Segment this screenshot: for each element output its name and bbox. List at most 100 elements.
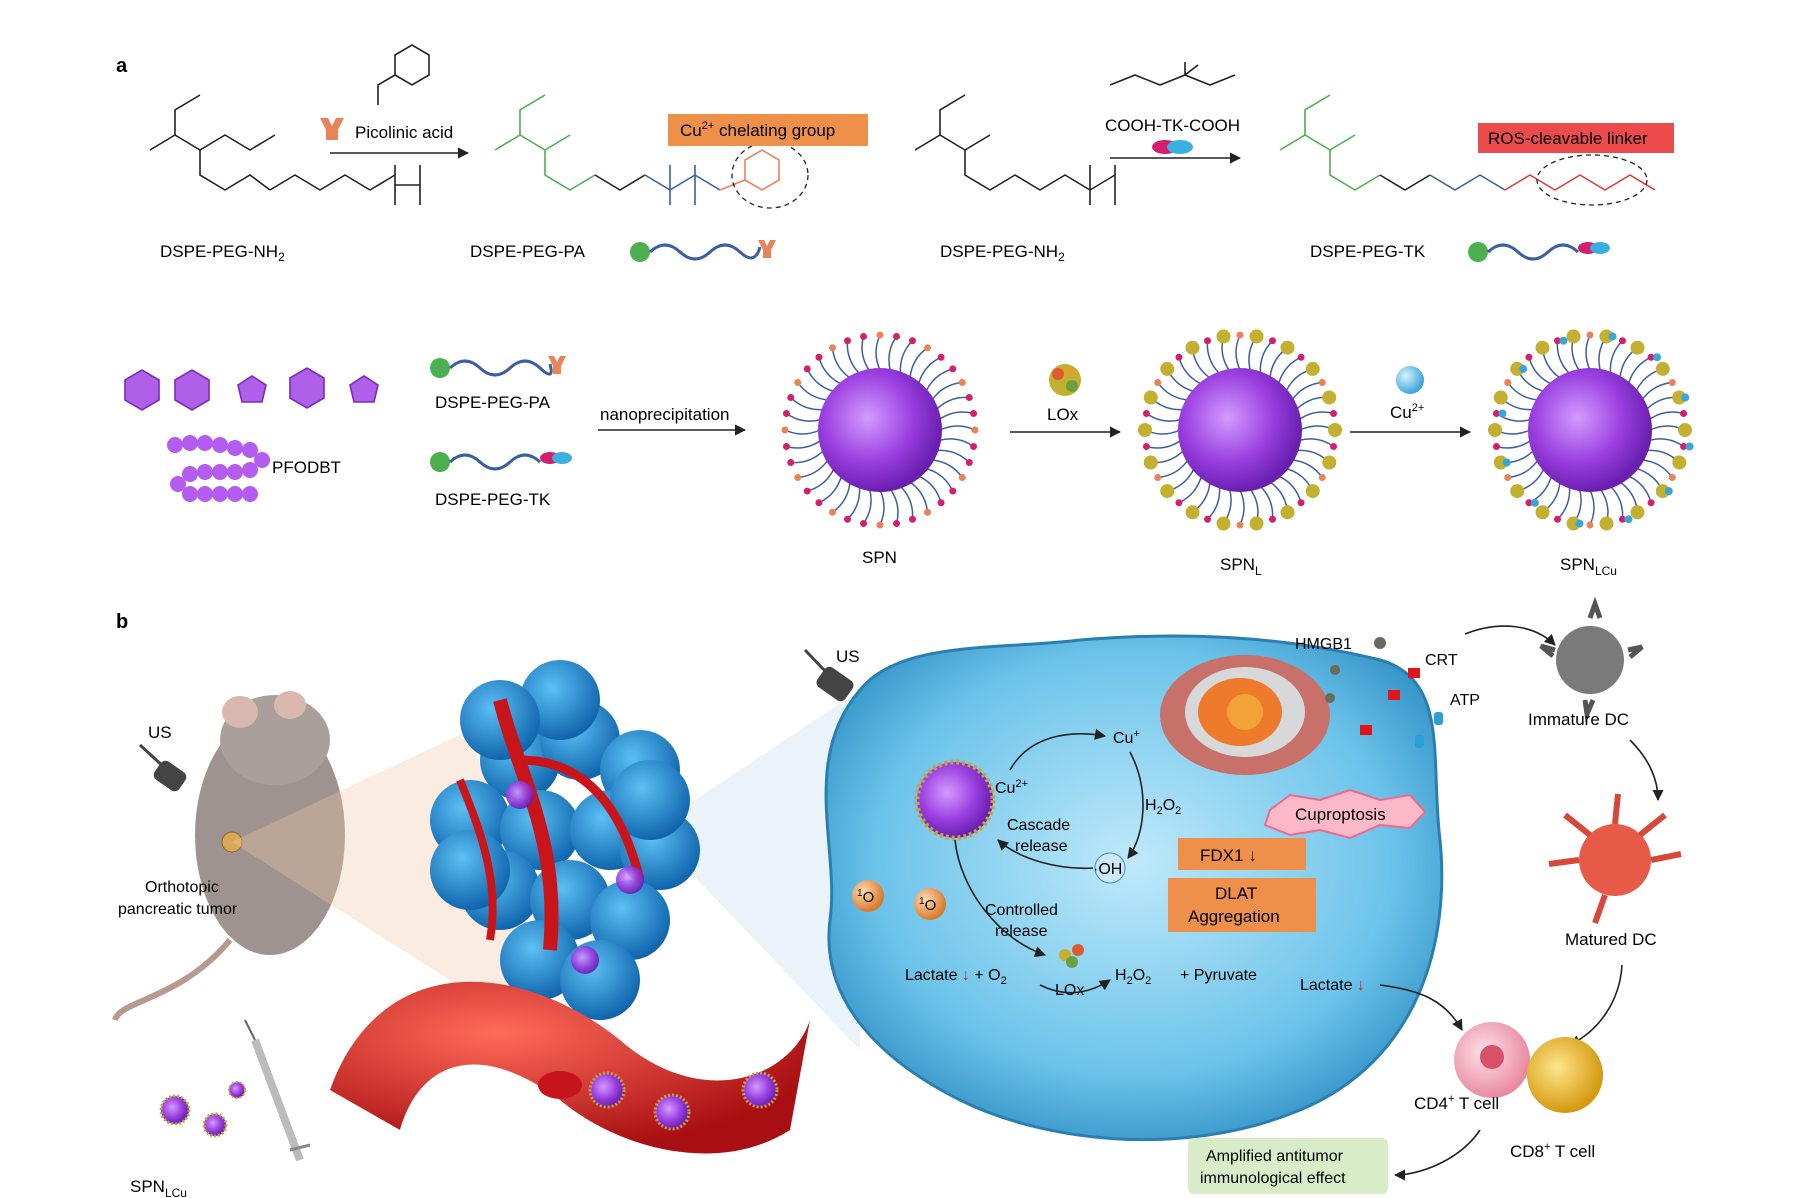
strand-end-icon <box>1297 499 1305 507</box>
lox-on-surface-icon <box>1535 505 1550 520</box>
lox-cell-label: LOx <box>1055 982 1084 999</box>
oh-label: ·OH <box>1093 861 1122 878</box>
peg-strand <box>790 396 824 411</box>
strand-end-icon <box>781 426 789 434</box>
hydroxyl-radical-icon <box>1094 852 1126 884</box>
strand-end-icon <box>1504 379 1512 386</box>
strand-end-icon <box>1492 410 1500 418</box>
strand-end-icon <box>1318 474 1326 481</box>
peg-strand <box>1277 356 1302 385</box>
strand-end-icon <box>1668 379 1676 386</box>
arrow-cu2-to-cu1 <box>1009 728 1107 771</box>
dspe-peg-pa-icon <box>630 240 776 262</box>
cu-ion-icon <box>1502 458 1511 467</box>
lox-on-surface-icon <box>1160 484 1175 499</box>
dspe-peg-tk-icon <box>1468 242 1610 262</box>
amplified-effect-line1: Amplified antitumor <box>1206 1148 1344 1165</box>
cooh-tk-cooh-label: COOH-TK-COOH <box>1105 116 1240 135</box>
matured-dc-icon <box>1548 793 1682 925</box>
strand-end-icon <box>965 394 973 402</box>
strand-end-icon <box>924 344 931 352</box>
peg-strand <box>861 336 871 372</box>
peg-strand <box>1146 412 1182 422</box>
strand-end-icon <box>860 332 868 340</box>
dlat-label-line2: Aggregation <box>1188 907 1280 926</box>
strand-end-icon <box>1554 515 1562 523</box>
cu-ion-icon <box>1685 442 1694 451</box>
tumor-label-line1: Orthotopic <box>145 879 219 896</box>
strand-end-icon <box>1330 410 1338 418</box>
strand-end-icon <box>937 499 945 507</box>
peg-strand <box>832 481 851 513</box>
peg-strand <box>1178 357 1202 385</box>
strand-end-icon <box>1330 442 1338 450</box>
peg-strand <box>1627 356 1652 385</box>
lox-on-surface-icon <box>1216 329 1231 344</box>
fdx1-box <box>1178 838 1306 870</box>
spn-lcu-in-cell <box>914 759 996 841</box>
cu-ion-icon <box>1575 519 1584 528</box>
peg-strand <box>1259 340 1274 374</box>
lox-on-surface-icon <box>1280 340 1295 355</box>
peg-strand <box>1609 340 1624 374</box>
chelating-group-highlight <box>731 141 809 209</box>
lox-on-surface-icon <box>1328 423 1342 437</box>
peg-strand <box>1589 489 1595 526</box>
peg-strand <box>889 488 899 524</box>
cu2-cell-label: Cu2+ <box>995 778 1028 797</box>
pyruvate-label: + Pyruvate <box>1180 967 1257 984</box>
tk-linker-icon <box>1152 140 1193 154</box>
immature-dc-icon <box>1539 596 1644 724</box>
arrow-lactate-to-cd4 <box>1379 984 1463 1031</box>
singlet-oxygen-label-1: 1O <box>857 888 874 906</box>
strand-end-icon <box>1668 474 1676 481</box>
pfodbt-label: PFODBT <box>272 458 341 477</box>
peg-strand <box>1528 357 1552 385</box>
hmgb1-icon-3 <box>1325 693 1335 703</box>
picolinic-acid-label: Picolinic acid <box>355 123 453 142</box>
lox-on-surface-icon <box>1488 423 1502 437</box>
lox-on-surface-icon <box>1322 455 1337 470</box>
strand-end-icon <box>949 365 957 373</box>
lox-enzyme-icon <box>1049 364 1081 396</box>
lactate-equation-label: Lactate ↓ + O2 <box>905 967 1007 987</box>
strand-end-icon <box>908 337 916 345</box>
arrow-damps-to-dc <box>1464 625 1556 646</box>
strand-end-icon <box>970 410 978 418</box>
strand-end-icon <box>1236 521 1244 529</box>
strand-end-icon <box>1554 337 1562 345</box>
peg-strand <box>1206 486 1221 520</box>
peg-strand <box>807 468 835 492</box>
strand-end-icon <box>971 426 979 434</box>
atp-label: ATP <box>1450 692 1480 709</box>
crt-icon-2 <box>1388 690 1400 700</box>
strand-end-icon <box>844 337 852 345</box>
lox-on-surface-icon <box>1599 329 1614 344</box>
h2o2-cell-label: H2O2 <box>1145 797 1181 817</box>
zoom-beam-tumor <box>650 690 860 1050</box>
lactate-out-label: Lactate ↓ <box>1300 977 1365 994</box>
peg-strand <box>786 412 822 422</box>
dspe-peg-tk-structure <box>1279 94 1656 191</box>
peg-strand <box>1528 475 1553 504</box>
lox-cell-icon <box>1059 944 1084 968</box>
cascade-label-line1: Cascade <box>1007 817 1070 834</box>
tumor-label-line2: pancreatic tumor <box>118 901 238 918</box>
spn-nanoparticle <box>781 331 979 529</box>
cu2-ion-icon <box>1396 366 1424 394</box>
lox-on-surface-icon <box>1672 390 1687 405</box>
lox-on-surface-icon <box>1672 455 1687 470</box>
crt-label: CRT <box>1425 652 1458 669</box>
strand-end-icon <box>1618 337 1626 345</box>
tumor-lobe <box>560 940 640 1020</box>
lox-on-surface-icon <box>1566 516 1581 531</box>
h2o2-product-label: H2O2 <box>1115 967 1151 987</box>
cascade-label-line2: release <box>1015 838 1068 855</box>
cu-ion-icon <box>1624 515 1633 524</box>
strand-end-icon <box>803 487 811 495</box>
lox-on-surface-icon <box>1566 329 1581 344</box>
lox-on-surface-icon <box>1630 505 1645 520</box>
arrow-oh-to-np <box>997 839 1094 870</box>
dspe-peg-pa-structure <box>494 94 780 205</box>
peg-strand <box>1239 489 1245 526</box>
